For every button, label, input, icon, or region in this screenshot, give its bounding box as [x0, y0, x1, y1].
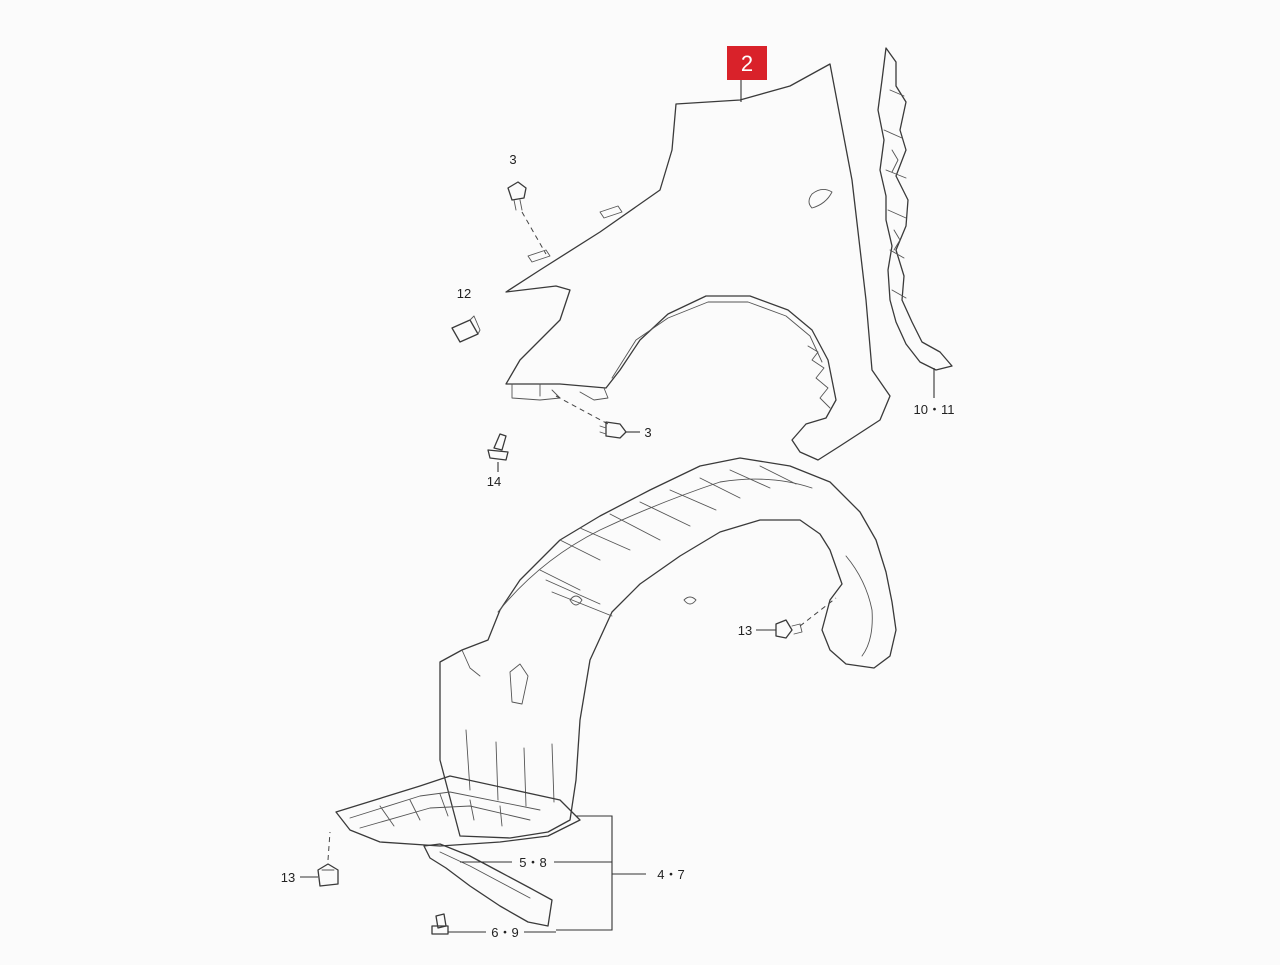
front-fender [505, 63, 891, 461]
label-clip-left: 13 [281, 870, 295, 885]
fender-label-box [727, 46, 767, 80]
leader-lines [300, 80, 935, 933]
label-bolt-lower: 3 [644, 425, 651, 440]
label-splash-group: 5・8 [519, 855, 546, 870]
label-seal: 10・11 [914, 402, 955, 417]
label-clip-right: 13 [738, 623, 752, 638]
part-labels: 2 3 12 10・11 3 14 13 13 5・8 4・7 6・9 [281, 46, 955, 940]
bolt-lower [555, 395, 627, 439]
bolt-upper [507, 181, 547, 255]
cap [451, 315, 481, 343]
fender-liner [439, 457, 897, 839]
clip-left [317, 831, 339, 887]
label-liner-group: 4・7 [657, 867, 684, 882]
screw [487, 433, 509, 461]
label-fender: 2 [741, 51, 753, 76]
label-cap: 12 [457, 286, 471, 301]
label-screw: 14 [487, 474, 501, 489]
label-bolt-upper: 3 [509, 152, 516, 167]
clip-right [775, 597, 837, 639]
splash-shield [335, 775, 581, 847]
screw-bottom [431, 913, 449, 935]
label-screw-bottom: 6・9 [491, 925, 518, 940]
mudguard-strip [423, 843, 553, 927]
fender-seal [877, 47, 953, 371]
